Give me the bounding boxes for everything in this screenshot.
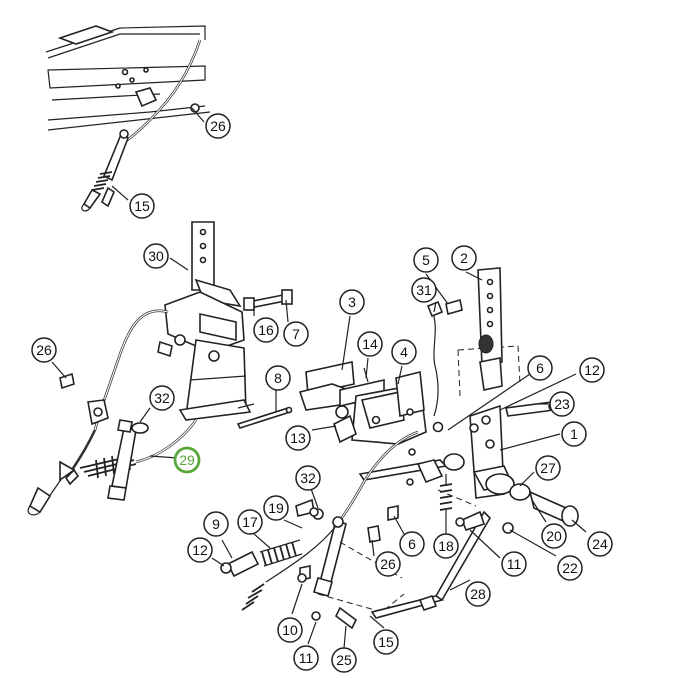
callout-15: 15 (373, 629, 399, 655)
svg-text:14: 14 (362, 336, 378, 352)
callout-26: 26 (375, 551, 401, 577)
callout-13: 13 (285, 425, 311, 451)
callout-1: 1 (561, 421, 587, 447)
callout-8: 8 (265, 365, 291, 391)
svg-text:15: 15 (378, 634, 394, 650)
spring-18 (439, 474, 453, 520)
callout-18: 18 (433, 533, 459, 559)
leader-lines (51, 107, 587, 649)
svg-text:10: 10 (282, 622, 298, 638)
callout-30: 30 (143, 243, 169, 269)
svg-text:23: 23 (554, 396, 570, 412)
callout-4: 4 (391, 339, 417, 365)
svg-text:20: 20 (546, 528, 562, 544)
svg-text:26: 26 (36, 342, 52, 358)
svg-text:22: 22 (562, 560, 578, 576)
svg-text:26: 26 (380, 556, 396, 572)
svg-text:32: 32 (154, 390, 170, 406)
callout-2: 2 (451, 245, 477, 271)
svg-text:29: 29 (179, 452, 195, 468)
callout-22: 22 (557, 555, 583, 581)
svg-text:31: 31 (416, 282, 432, 298)
svg-text:25: 25 (336, 652, 352, 668)
callout-23: 23 (549, 391, 575, 417)
svg-text:12: 12 (192, 542, 208, 558)
callout-5: 5 (413, 247, 439, 273)
callout-17: 17 (237, 509, 263, 535)
callout-24: 24 (587, 531, 613, 557)
svg-text:9: 9 (212, 516, 220, 532)
callout-3: 3 (339, 289, 365, 315)
callouts: 26 15 30 26 32 29 16 7 (31, 113, 613, 673)
control-lever-bracket (157, 221, 255, 421)
callout-14: 14 (357, 331, 383, 357)
callout-26: 26 (205, 113, 231, 139)
pivot-bracket-1 (443, 400, 579, 534)
center-cable (338, 430, 419, 521)
inset-frame-detail (45, 25, 211, 147)
svg-text:1: 1 (570, 426, 578, 442)
callout-16: 16 (253, 317, 279, 343)
callout-10: 10 (277, 617, 303, 643)
callout-15: 15 (129, 193, 155, 219)
center-bracket-assembly (298, 361, 448, 486)
callout-28: 28 (465, 581, 491, 607)
svg-text:13: 13 (290, 430, 306, 446)
callout-7: 7 (283, 321, 309, 347)
callout-12: 12 (187, 537, 213, 563)
svg-text:6: 6 (536, 360, 544, 376)
callout-32: 32 (149, 385, 175, 411)
callout-20: 20 (541, 523, 567, 549)
linkage-rod-31 (426, 298, 463, 417)
inset-spring-assembly (81, 129, 129, 212)
right-lever-bracket (477, 267, 503, 391)
bolt-16-7 (243, 289, 293, 311)
svg-text:5: 5 (422, 252, 430, 268)
callout-25: 25 (331, 647, 357, 673)
callout-32: 32 (295, 465, 321, 491)
hardware-small (59, 372, 358, 630)
callout-31: 31 (411, 277, 437, 303)
svg-text:27: 27 (540, 460, 556, 476)
svg-text:26: 26 (210, 118, 226, 134)
svg-text:17: 17 (242, 514, 258, 530)
callout-26: 26 (31, 337, 57, 363)
rod-8 (236, 406, 293, 429)
dashed-guides (317, 345, 521, 613)
svg-text:3: 3 (348, 294, 356, 310)
left-cable-assembly (27, 309, 169, 516)
callout-19: 19 (263, 495, 289, 521)
callout-9: 9 (203, 511, 229, 537)
svg-text:2: 2 (460, 250, 468, 266)
svg-text:11: 11 (299, 650, 314, 666)
svg-text:12: 12 (584, 362, 600, 378)
callout-29-highlighted: 29 (173, 446, 201, 474)
svg-text:11: 11 (507, 556, 522, 572)
svg-text:24: 24 (592, 536, 608, 552)
svg-text:32: 32 (300, 470, 316, 486)
svg-text:28: 28 (470, 586, 486, 602)
svg-text:4: 4 (400, 344, 408, 360)
svg-text:16: 16 (258, 322, 274, 338)
svg-text:6: 6 (408, 536, 416, 552)
callout-27: 27 (535, 455, 561, 481)
callout-6: 6 (527, 355, 553, 381)
callout-11: 11 (501, 551, 527, 577)
callout-12: 12 (579, 357, 605, 383)
shift-rod-28 (370, 510, 492, 619)
callout-11: 11 (293, 645, 319, 671)
callout-6: 6 (399, 531, 425, 557)
svg-text:19: 19 (268, 500, 284, 516)
left-damper-32 (107, 419, 149, 501)
svg-text:7: 7 (292, 326, 300, 342)
svg-text:30: 30 (148, 248, 164, 264)
svg-text:18: 18 (438, 538, 454, 554)
svg-text:8: 8 (274, 370, 282, 386)
spring-17-and-9 (220, 525, 337, 611)
svg-text:15: 15 (134, 198, 150, 214)
